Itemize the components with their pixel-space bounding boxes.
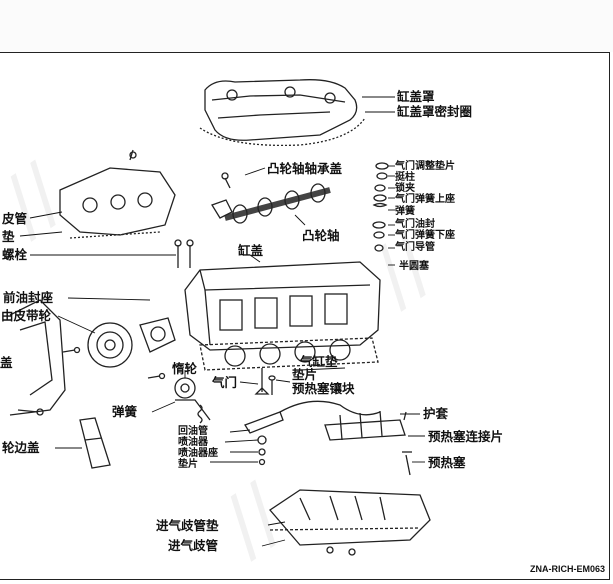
label-head-gasket: 气缸垫 <box>300 354 338 369</box>
intake-manifold-part <box>269 489 431 556</box>
label-intake-manifold: 进气歧管 <box>168 538 219 553</box>
label-left-gasket: 垫 <box>2 229 15 244</box>
label-glow-plug: 预热塞 <box>428 455 466 470</box>
glow-plug-connector-part <box>324 410 412 476</box>
label-valve-oil-seal: 气门油封 <box>395 219 435 230</box>
valve-cover-part <box>199 79 366 147</box>
label-valve-spring-upper-seat: 气门弹簧上座 <box>395 194 455 205</box>
label-valve-adjust-shim: 气门调整垫片 <box>395 161 455 172</box>
label-left-pipe: 皮管 <box>2 211 28 226</box>
figure-code: ZNA-RICH-EM063 <box>529 564 605 574</box>
label-valve: 气门 <box>212 375 238 390</box>
label-spring: 弹簧 <box>395 206 415 217</box>
label-left-bolt: 螺栓 <box>2 247 28 262</box>
injector-part <box>244 400 381 466</box>
label-front-oil-seal-seat: 前油封座 <box>3 290 54 305</box>
head-gasket-part <box>199 337 379 371</box>
label-left-partial-cover: 盖 <box>0 355 13 370</box>
timing-pulley-part <box>87 317 176 368</box>
label-lock: 锁夹 <box>395 183 415 194</box>
cylinder-head-part <box>174 239 381 351</box>
top-margin <box>0 0 613 52</box>
label-pulley-cover: 轮边盖 <box>2 440 40 455</box>
label-injector: 喷油器 <box>178 437 208 448</box>
label-sheath: 护套 <box>423 406 449 421</box>
leader-lines <box>19 96 425 547</box>
valve-part <box>254 368 276 395</box>
pulley-cover-part <box>79 417 111 469</box>
idler-part <box>174 377 211 424</box>
label-intake-manifold-gasket: 进气歧管垫 <box>156 518 219 533</box>
label-camshaft-bearing-cap: 凸轮轴轴承盖 <box>267 161 343 176</box>
exhaust-manifold-part <box>59 149 176 239</box>
label-camshaft: 凸轮轴 <box>302 228 340 243</box>
label-gasket-pad: 垫片 <box>292 367 318 382</box>
label-injector-seat: 喷油器座 <box>178 448 218 459</box>
label-return-pipe: 回油管 <box>178 426 208 437</box>
label-half-round-plug: 半圆塞 <box>399 261 429 272</box>
label-valve-cover-gasket: 缸盖罩密封圈 <box>397 104 473 119</box>
valve-components-part <box>372 162 389 252</box>
label-tappet: 挺柱 <box>395 172 415 183</box>
label-idler: 惰轮 <box>172 361 198 376</box>
diagram-frame <box>0 52 610 580</box>
label-valve-spring-lower-seat: 气门弹簧下座 <box>395 230 455 241</box>
label-valve-cover: 缸盖罩 <box>397 89 435 104</box>
bolts-part <box>17 346 166 416</box>
label-glow-plug-insert: 预热塞镶块 <box>292 381 355 396</box>
label-injector-pad: 垫片 <box>178 459 198 470</box>
camshaft-part <box>211 172 331 224</box>
label-cylinder-head: 缸盖 <box>238 243 264 258</box>
label-idler-spring: 弹簧 <box>112 404 138 419</box>
label-timing-pulley: 由皮带轮 <box>1 308 52 323</box>
label-glow-plug-connector: 预热塞连接片 <box>428 429 504 444</box>
label-valve-guide: 气门导管 <box>395 242 435 253</box>
